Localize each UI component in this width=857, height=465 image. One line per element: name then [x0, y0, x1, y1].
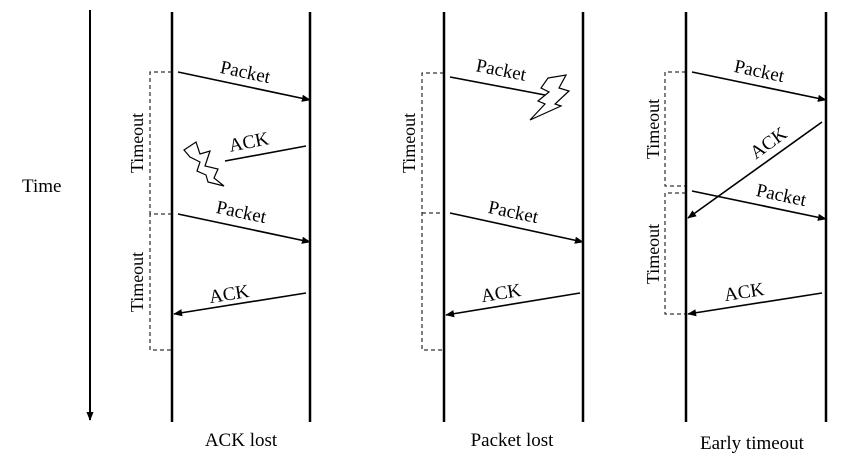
- timeout-bracket: [664, 71, 686, 187]
- panel-ack-lost: Timeout Timeout Packet ACK Packet ACK AC…: [127, 12, 312, 451]
- panel-caption: ACK lost: [205, 430, 278, 451]
- ack-arrow: [687, 121, 823, 219]
- panel-early-timeout: Timeout Timeout Packet ACK Packet ACK Ea…: [643, 12, 828, 454]
- panel-packet-lost: Timeout Packet Packet ACK Packet lost: [399, 12, 585, 451]
- ack-arrow: [445, 292, 581, 318]
- message-label: Packet: [218, 57, 273, 88]
- lost-lightning-icon: [529, 74, 571, 121]
- timeout-label: Timeout: [399, 113, 419, 173]
- ack-arrow: [687, 292, 823, 317]
- packet-arrow: [691, 190, 827, 221]
- ack-arrow: [173, 292, 307, 317]
- panel-caption: Early timeout: [700, 433, 805, 454]
- time-axis: Time: [22, 10, 94, 421]
- timeout-label: Timeout: [643, 99, 663, 159]
- time-label: Time: [22, 176, 61, 197]
- timeout-label: Timeout: [643, 224, 663, 284]
- message-label: ACK: [227, 128, 271, 156]
- timeout-bracket: [149, 213, 172, 351]
- timeout-bracket: [421, 72, 444, 351]
- panel-caption: Packet lost: [471, 430, 555, 451]
- packet-arrow: [449, 212, 584, 244]
- packet-arrow-lost: [449, 76, 546, 96]
- message-label: Packet: [486, 197, 541, 228]
- timeout-bracket: [149, 71, 172, 215]
- packet-arrow: [177, 213, 311, 244]
- timeout-bracket: [664, 192, 686, 315]
- timeout-label: Timeout: [127, 113, 147, 173]
- lost-lightning-icon: [183, 141, 225, 187]
- message-label: Packet: [474, 55, 528, 85]
- packet-arrow: [177, 71, 311, 102]
- packet-arrow: [691, 71, 827, 102]
- message-label: ACK: [746, 123, 791, 164]
- message-label: ACK: [208, 281, 251, 308]
- ack-arrow-lost: [224, 145, 307, 162]
- timeout-label: Timeout: [127, 252, 147, 312]
- message-label: Packet: [754, 180, 809, 211]
